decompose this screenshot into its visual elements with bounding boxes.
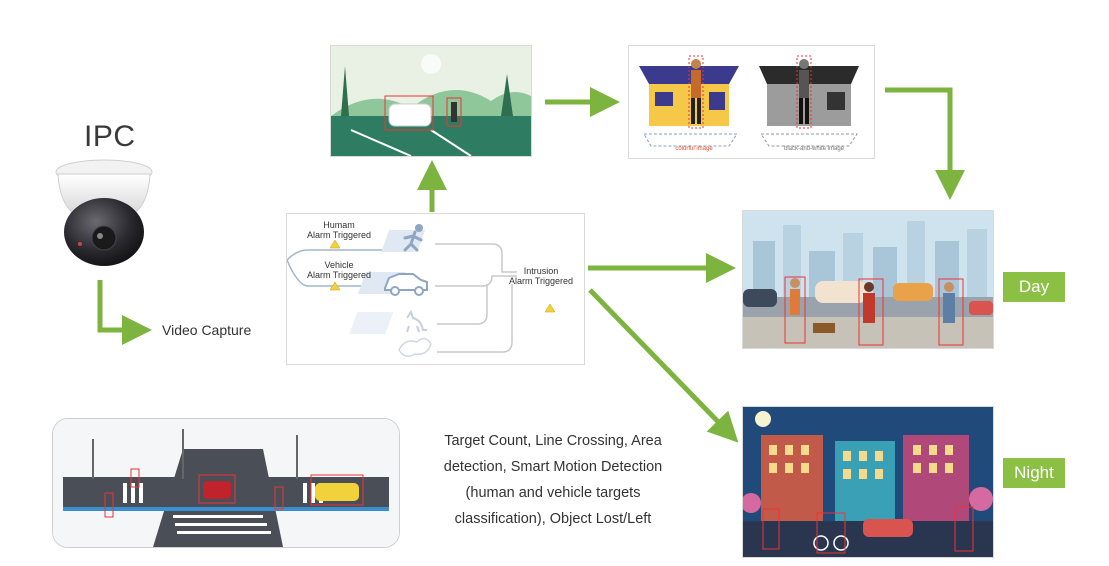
walking-person-icon [381, 224, 426, 252]
intrusion-alarm-label: Intrusion Alarm Triggered [508, 266, 574, 286]
image-mode-comparison: colorful image black-and-white image [628, 45, 875, 159]
day-tag: Day [1003, 272, 1065, 302]
night-street-scene-image [742, 406, 994, 558]
dome-camera-icon [55, 159, 153, 266]
day-street-scene-image [742, 210, 994, 349]
human-alarm-warning-icon [329, 239, 341, 249]
leaves-icon [398, 337, 432, 357]
vehicle-alarm-label: Vehicle Alarm Triggered [306, 260, 372, 280]
bw-image-label: black-and-white image [783, 146, 845, 152]
ipc-title: IPC [84, 120, 136, 153]
cat-icon [349, 309, 427, 334]
video-capture-label: Video Capture [162, 322, 252, 338]
alarm-flow-panel: Humam Alarm Triggered Vehicle Alarm Trig… [286, 213, 585, 365]
feature-description: Target Count, Line Crossing, Area detect… [443, 433, 663, 527]
arrow-imagemode-to-day [885, 87, 965, 201]
arrow-alarm-to-night [588, 288, 739, 443]
car-icon [357, 272, 428, 296]
arrow-ipc-to-capture [97, 280, 153, 345]
vehicle-alarm-warning-icon [329, 281, 341, 291]
intrusion-alarm-warning-icon [544, 303, 556, 313]
colorful-image-label: colorful image [675, 146, 713, 152]
night-tag: Night [1003, 458, 1065, 488]
parking-scene-image [330, 45, 532, 157]
intersection-scene-image [52, 418, 400, 548]
human-alarm-label: Humam Alarm Triggered [306, 220, 372, 240]
